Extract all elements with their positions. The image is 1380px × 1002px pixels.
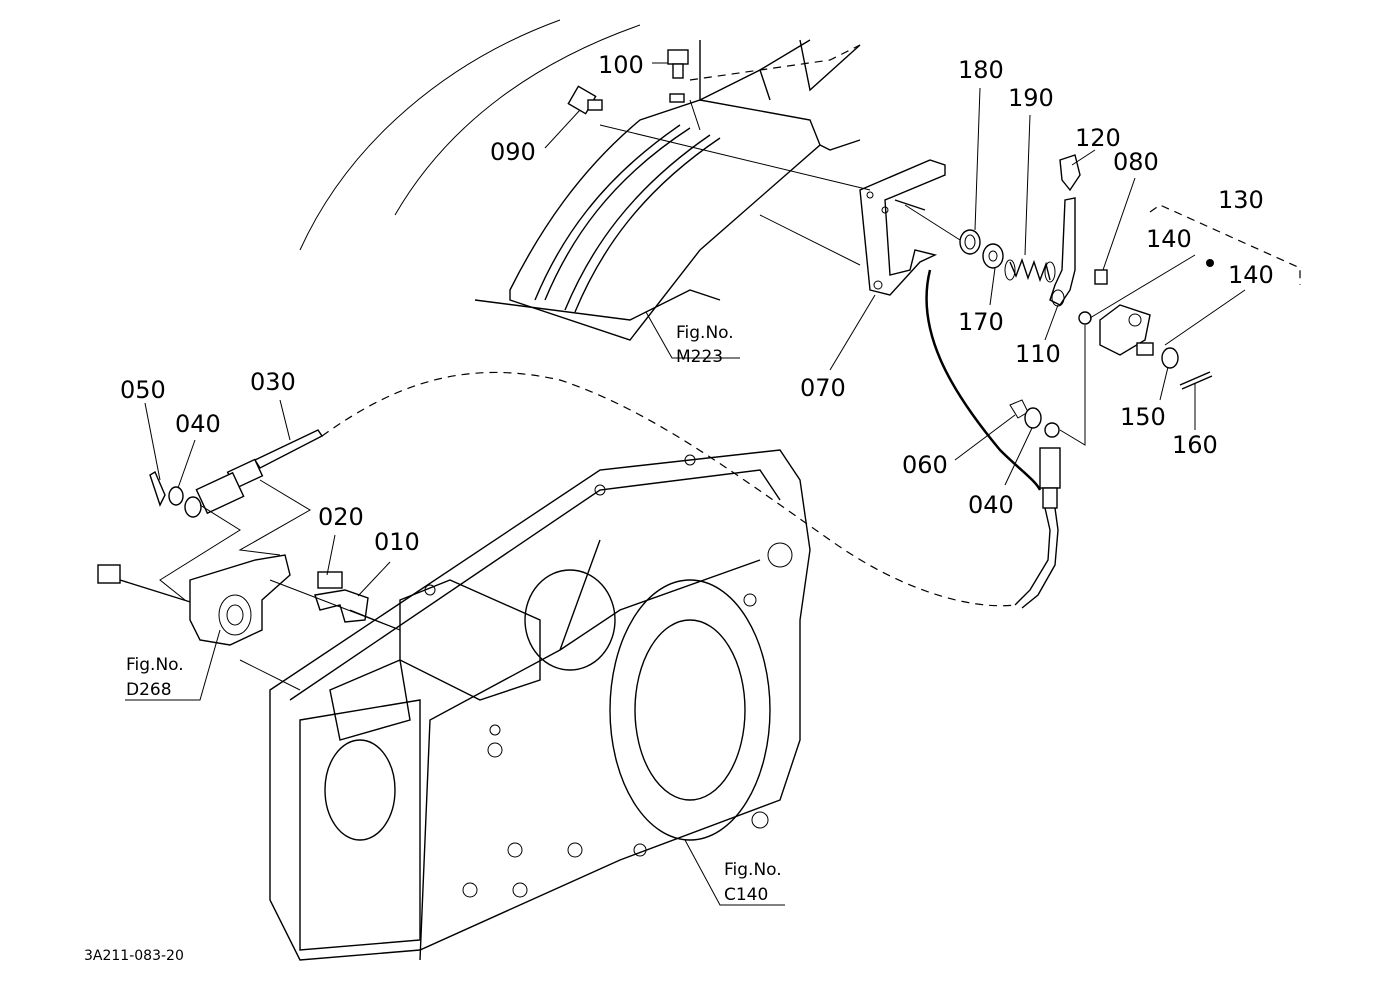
label-110: 110 [1015, 340, 1061, 368]
drawing-code: 3A211-083-20 [84, 948, 184, 964]
label-020: 020 [318, 503, 364, 531]
label-160: 160 [1172, 431, 1218, 459]
label-070: 070 [800, 374, 846, 402]
ref-d268-line1: Fig.No. [126, 655, 184, 675]
pin-dot [1206, 259, 1214, 267]
label-080: 080 [1113, 148, 1159, 176]
ref-m223-line2: M223 [676, 347, 723, 367]
bracket-070-shape [859, 159, 946, 296]
label-040-left: 040 [175, 410, 221, 438]
label-090: 090 [490, 138, 536, 166]
shift-lever-shape [97, 554, 291, 646]
pin-050-shape [149, 470, 166, 507]
label-100: 100 [598, 51, 644, 79]
label-130: 130 [1218, 186, 1264, 214]
assembly-lines [159, 99, 1086, 691]
label-050: 050 [120, 376, 166, 404]
label-030: 030 [250, 368, 296, 396]
label-190: 190 [1008, 84, 1054, 112]
cable-030-shape [184, 429, 324, 518]
label-010: 010 [374, 528, 420, 556]
label-150: 150 [1120, 403, 1166, 431]
spring-190-shape [1004, 257, 1056, 283]
snap-ring-180-shape [959, 229, 981, 255]
label-040-right: 040 [968, 491, 1014, 519]
bolt-100-shape [667, 49, 689, 103]
label-170: 170 [958, 308, 1004, 336]
group-130-bracket [1149, 204, 1301, 285]
ref-c140-line1: Fig.No. [724, 860, 782, 880]
lever-110-shape [1049, 154, 1081, 307]
cable-end-shape [1009, 399, 1061, 609]
grip-130-shape [1078, 304, 1154, 356]
ref-d268-line2: D268 [126, 680, 172, 700]
clamp-010-shape [314, 571, 369, 623]
label-140-right: 140 [1228, 261, 1274, 289]
bolt-090-shape [567, 85, 603, 115]
label-060: 060 [902, 451, 948, 479]
pin-160-shape [1179, 371, 1213, 390]
label-120: 120 [1075, 124, 1121, 152]
bolt-080-shape [1094, 269, 1108, 285]
ref-m223-line1: Fig.No. [676, 323, 734, 343]
label-leaders [125, 62, 1246, 906]
washer-150-shape [1161, 347, 1179, 369]
transmission-case-shape [269, 449, 811, 961]
label-180: 180 [958, 56, 1004, 84]
fender-outline [299, 19, 861, 341]
washer-170-shape [982, 243, 1004, 269]
ref-c140-line2: C140 [724, 885, 768, 905]
washer-040-left-shape [168, 486, 184, 506]
label-140-top: 140 [1146, 225, 1192, 253]
